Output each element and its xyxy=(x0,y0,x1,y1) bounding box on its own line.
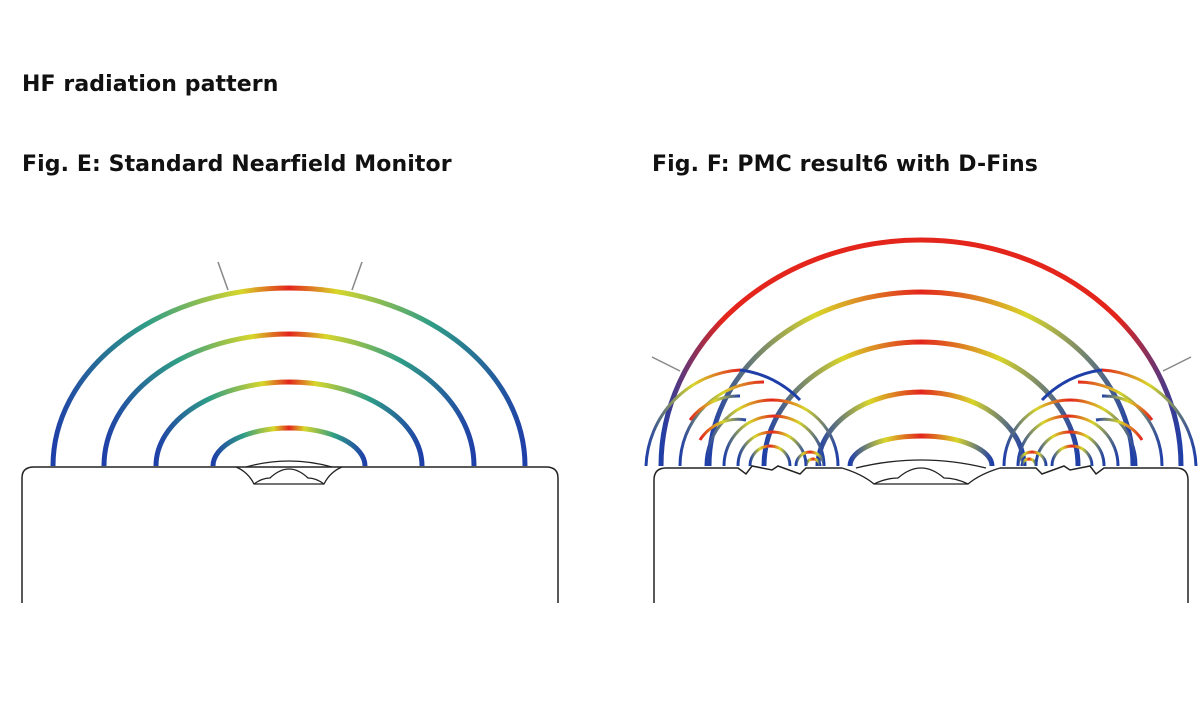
figure-e-standard-monitor xyxy=(21,261,559,603)
wave-front-4 xyxy=(210,425,368,467)
page-title: HF radiation pattern xyxy=(22,72,279,97)
figure-f-pmc-dfins xyxy=(644,237,1198,603)
cabinet-outline-dfins xyxy=(653,465,1189,603)
figure-e-caption: Fig. E: Standard Nearfield Monitor xyxy=(22,152,452,177)
wave-front-3 xyxy=(761,339,1081,467)
wave-front-1 xyxy=(50,285,528,467)
diffraction-arcs-left xyxy=(644,368,840,467)
wave-front-2 xyxy=(101,331,477,467)
cabinet-outline xyxy=(21,466,559,603)
diffraction-arcs-right xyxy=(1002,368,1198,467)
guide-line-right xyxy=(1162,356,1192,372)
guide-line-right xyxy=(351,261,363,291)
tweeter-waveguide xyxy=(841,459,1001,485)
guide-line-left xyxy=(217,261,229,291)
guide-line-left xyxy=(651,356,681,372)
wave-front-2 xyxy=(706,289,1136,467)
wave-front-5 xyxy=(847,433,995,467)
wave-front-3 xyxy=(153,379,425,467)
wave-front-4 xyxy=(815,389,1027,467)
figure-f-caption: Fig. F: PMC result6 with D-Fins xyxy=(652,152,1038,177)
tweeter-waveguide xyxy=(235,460,343,485)
wave-front-1 xyxy=(658,237,1184,467)
